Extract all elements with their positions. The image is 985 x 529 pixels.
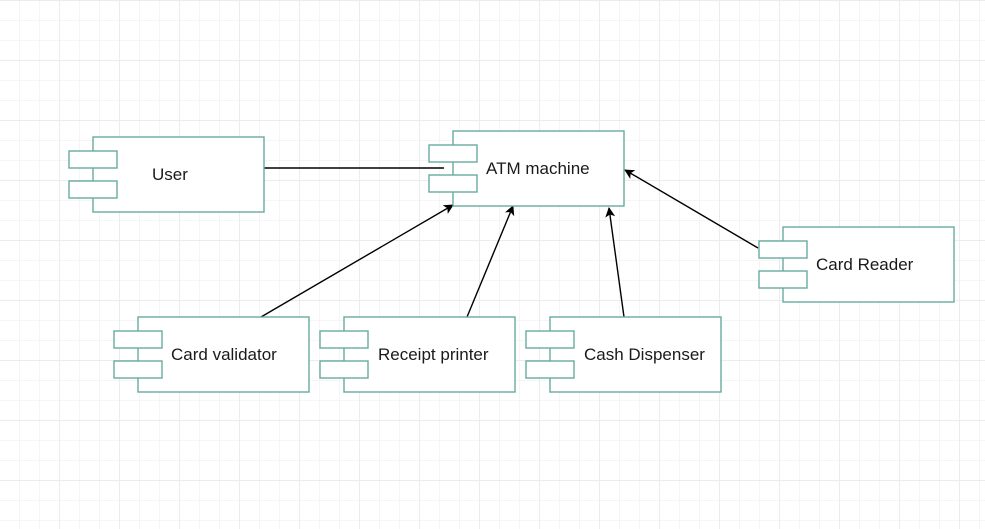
component-receipt-printer[interactable]: Receipt printer (319, 316, 516, 393)
edge-card-validator-atm[interactable] (260, 204, 454, 318)
component-icon (319, 330, 369, 379)
component-icon (525, 330, 575, 379)
component-icon (113, 330, 163, 379)
component-user[interactable]: User (68, 136, 265, 213)
component-icon (68, 150, 118, 199)
component-label: Cash Dispenser (584, 345, 705, 364)
component-cash-dispenser[interactable]: Cash Dispenser (525, 316, 722, 393)
edge-cash-dispenser-atm[interactable] (605, 207, 625, 318)
component-label: Card validator (171, 345, 277, 364)
component-label: Receipt printer (378, 345, 489, 364)
component-atm-machine[interactable]: ATM machine (428, 130, 625, 207)
component-icon (758, 240, 808, 289)
component-label: Card Reader (816, 255, 914, 274)
component-label: ATM machine (486, 159, 590, 178)
edge-receipt-printer-atm[interactable] (466, 205, 515, 318)
component-card-reader[interactable]: Card Reader (758, 226, 955, 303)
component-icon (428, 144, 478, 193)
component-label: User (152, 165, 188, 184)
edge-card-reader-atm[interactable] (624, 169, 759, 249)
component-card-validator[interactable]: Card validator (113, 316, 310, 393)
